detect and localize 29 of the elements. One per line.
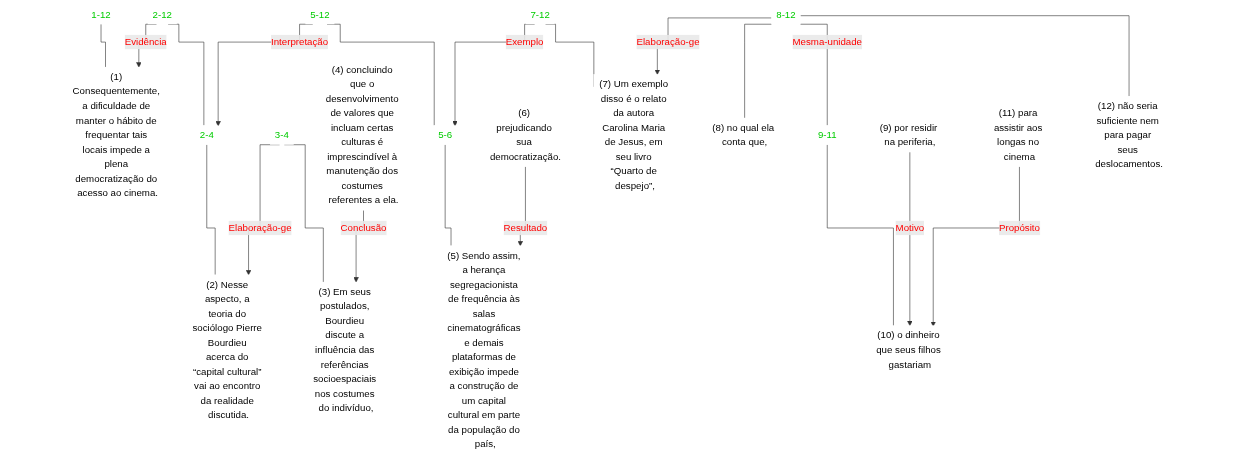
edge-label: Mesma-unidade	[792, 36, 862, 47]
edge-label: Evidência	[124, 36, 167, 47]
node-text: (12) não seria suficiente nem para pagar seus deslocamentos.	[1095, 100, 1163, 169]
node-text: (6) prejudicando sua democratização.	[489, 107, 561, 162]
node-text: (3) Em seus postulados, Bourdieu discute a influência das referências socioespaciais nos costumes do indivíduo,	[313, 286, 377, 413]
node-text: (10) o dinheiro que seus filhos gastariam	[876, 330, 941, 370]
edge-label: Elaboração-ge	[636, 36, 700, 47]
node-text: (2) Nesse aspecto, a teoria do sociólogo Pierre Bourdieu acerca do “capital cultural” vai ao encontro da realidade discutida.	[192, 279, 262, 421]
node-text: 2-4	[199, 129, 214, 140]
node-text: (1) Consequentemente, a dificuldade de manter o hábito de frequentar tais locais impede a plena democratização do acesso ao cinema.	[72, 71, 160, 199]
connector	[826, 144, 894, 327]
edge-label: Resultado	[503, 222, 548, 233]
node-text: 8-12	[776, 9, 796, 20]
node-text: 1-12	[91, 9, 111, 20]
edge-label: Elaboração-ge	[228, 222, 292, 233]
node-text: (11) para assistir aos longas no cinema	[993, 107, 1043, 162]
node-text: (4) concluindo que o desenvolvimento de valores que incluam certas culturas é imprescindível à manutenção dos costumes referentes a ela.	[325, 64, 399, 206]
node-text: (9) por residir na periferia,	[879, 122, 938, 148]
node-text: (5) Sendo assim, a herança segregacionista de frequência às salas cinematográficas e demais plataformas de exibição impede a construção de um capital cultural em parte da população do país,	[447, 250, 521, 450]
node-text: 5-6	[438, 129, 453, 140]
node-text: (7) Um exemplo disso é o relato da autora Carolina Maria de Jesus, em seu livro “Quarto de despejo”,	[599, 78, 669, 191]
edge-label: Propósito	[998, 222, 1040, 233]
edge-label: Motivo	[895, 222, 925, 233]
node-text: 9-11	[817, 129, 837, 140]
edge-label: Interpretação	[271, 36, 329, 47]
edge-label: Conclusão	[340, 222, 387, 233]
node-text: (8) no qual ela conta que,	[712, 122, 775, 148]
edge-label: Exemplo	[505, 36, 544, 47]
connector	[100, 23, 106, 68]
